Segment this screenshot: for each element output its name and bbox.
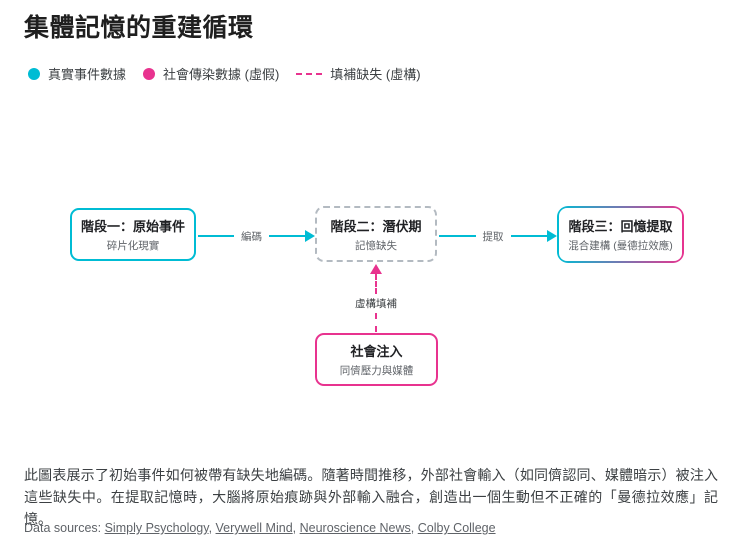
- real-data-dot-icon: [28, 67, 40, 80]
- source-separator: ,: [208, 521, 216, 535]
- arrow-up-icon: [370, 264, 382, 274]
- data-sources: Data sources: Simply Psychology, Verywel…: [24, 521, 496, 535]
- stage2-subtitle: 記憶缺失: [355, 239, 397, 252]
- legend-item-gap-fill: 填補缺失 (虛構): [296, 64, 421, 83]
- source-link-verywell-mind[interactable]: Verywell Mind: [215, 521, 293, 535]
- legend-label: 真實事件數據: [48, 67, 127, 82]
- legend-label: 填補缺失 (虛構): [330, 67, 421, 82]
- arrow-line: [269, 235, 305, 237]
- stage1-subtitle: 碎片化現實: [106, 240, 160, 252]
- arrow-line: [510, 235, 547, 237]
- arrow-right-icon: [547, 230, 557, 242]
- injection-subtitle: 同儕壓力與媒體: [339, 365, 414, 377]
- fill-arrow-label: 虛構填補: [355, 293, 397, 313]
- retrieve-arrow: 提取: [439, 229, 557, 243]
- legend-item-real-events: 真實事件數據: [28, 64, 126, 83]
- fabricated-fill-arrow: 虛構填補: [355, 264, 397, 332]
- chart-caption: 此圖表展示了初始事件如何被帶有缺失地編碼。隨著時間推移，外部社會輸入（如同儕認同…: [24, 467, 718, 527]
- data-sources-prefix: Data sources:: [24, 521, 105, 535]
- dashed-line-icon: [296, 72, 323, 75]
- legend: 真實事件數據 社會傳染數據 (虛假) 填補缺失 (虛構): [28, 64, 421, 83]
- legend-label: 社會傳染數據 (虛假): [163, 67, 280, 82]
- social-injection-box: 社會注入 同儕壓力與媒體: [315, 333, 438, 386]
- stage3-recall-box-inner: 階段三：回憶提取 混合建構 (曼德拉效應): [559, 208, 682, 261]
- flow-diagram: 階段一：原始事件 碎片化現實 編碼 階段二：潛伏期 記憶缺失 提取 階段三：回憶…: [0, 180, 740, 445]
- encode-arrow: 編碼: [198, 229, 315, 243]
- injection-title: 社會注入: [350, 344, 403, 359]
- stage2-latency-box: 階段二：潛伏期 記憶缺失: [315, 206, 437, 262]
- arrow-right-icon: [305, 230, 315, 242]
- stage1-title: 階段一：原始事件: [80, 219, 185, 234]
- arrow-line: [439, 235, 476, 237]
- arrow-line: [198, 235, 234, 237]
- stage3-subtitle: 混合建構 (曼德拉效應): [568, 240, 673, 252]
- retrieve-arrow-label: 提取: [482, 230, 504, 243]
- stage2-title: 階段二：潛伏期: [330, 218, 422, 234]
- source-separator: ,: [292, 521, 300, 535]
- stage1-original-event-box: 階段一：原始事件 碎片化現實: [70, 208, 196, 261]
- dashed-arrow-line: [375, 274, 377, 294]
- page-title: 集體記憶的重建循環: [24, 14, 254, 42]
- stage3-title: 階段三：回憶提取: [568, 219, 673, 234]
- source-link-neuroscience-news[interactable]: Neuroscience News: [299, 521, 411, 535]
- source-link-colby-college[interactable]: Colby College: [417, 521, 496, 535]
- dashed-arrow-line: [375, 312, 377, 332]
- encode-arrow-label: 編碼: [241, 230, 262, 243]
- legend-item-social-contagion: 社會傳染數據 (虛假): [143, 64, 279, 83]
- stage3-recall-box: 階段三：回憶提取 混合建構 (曼德拉效應): [557, 206, 684, 263]
- source-link-simply-psychology[interactable]: Simply Psychology: [104, 521, 209, 535]
- social-data-dot-icon: [143, 67, 156, 80]
- source-separator: ,: [410, 521, 418, 535]
